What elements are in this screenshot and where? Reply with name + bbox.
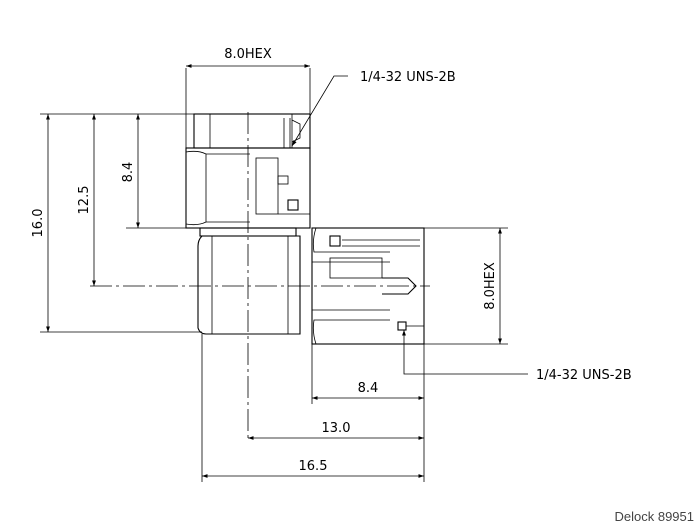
dim-total-height: 16.0 xyxy=(31,113,202,333)
dim-top-hex-label: 8.0HEX xyxy=(224,47,272,62)
dim-axis-length: 13.0 xyxy=(248,404,425,444)
dim-right-hex-label: 8.0HEX xyxy=(483,262,498,310)
dim-right-hex: 8.0HEX xyxy=(424,227,508,345)
dim-top-hex-length: 8.4 xyxy=(121,114,186,229)
dim-total-height-label: 16.0 xyxy=(31,209,46,238)
dim-side-hex-length: 8.4 xyxy=(311,344,425,404)
dim-total-length-label: 16.5 xyxy=(299,459,328,474)
leader-right-thread: 1/4-32 UNS-2B xyxy=(402,330,632,383)
top-thread-label: 1/4-32 UNS-2B xyxy=(360,70,456,85)
dim-top-hex: 8.0HEX xyxy=(185,47,311,148)
right-thread-label: 1/4-32 UNS-2B xyxy=(536,368,632,383)
body-block xyxy=(197,235,301,335)
dim-axis-length-label: 13.0 xyxy=(322,421,351,436)
dim-axis-height-label: 12.5 xyxy=(77,186,92,215)
dim-top-hex-length-label: 8.4 xyxy=(121,162,136,183)
dim-side-hex-length-label: 8.4 xyxy=(358,381,379,396)
dim-total-length: 16.5 xyxy=(201,334,425,482)
dim-axis-height: 12.5 xyxy=(77,114,96,286)
leader-top-thread: 1/4-32 UNS-2B xyxy=(291,70,456,147)
product-credit: Delock 89951 xyxy=(614,509,695,524)
